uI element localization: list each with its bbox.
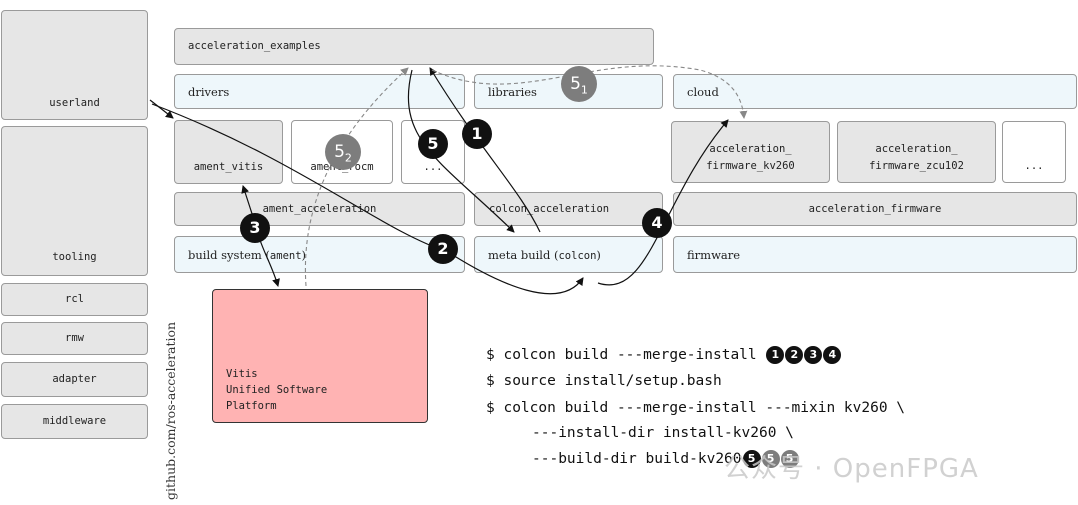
vitis-line-1: Vitis (226, 368, 258, 380)
ament-acceleration-box: ament_acceleration (174, 192, 465, 226)
layer-rcl: rcl (1, 283, 148, 316)
layer-userland: userland (1, 10, 148, 120)
command-5-badge-2: 5 (761, 450, 780, 468)
firmware-kv260-label-1: acceleration_ (709, 143, 792, 155)
step-badge-5-2-sub: 2 (344, 151, 352, 165)
layer-rmw-label: rmw (65, 332, 84, 344)
command-5-badge-3: 5 (780, 450, 799, 468)
drivers-box: drivers (174, 74, 465, 109)
meta-build-label: meta build (colcon) (488, 248, 601, 262)
acceleration-examples-box: acceleration_examples (174, 28, 654, 65)
command-4-text: ---install-dir install-kv260 \ (532, 425, 794, 441)
step-badge-3-text: 3 (249, 218, 261, 237)
step-badge-3: 3 (240, 213, 270, 243)
libraries-label: libraries (488, 85, 537, 99)
step-badge-5-text: 5 (427, 134, 439, 153)
step-badge-5: 5 (418, 129, 448, 159)
step-badge-5-1-text: 5 (570, 74, 581, 94)
watermark: 公众号 · OpenFPGA (724, 454, 979, 484)
firmware-zcu102-label-1: acceleration_ (875, 143, 958, 155)
command-3-prompt: $ (486, 400, 495, 416)
layer-userland-label: userland (49, 97, 100, 109)
build-system-code: ament (269, 250, 302, 262)
command-2-prompt: $ (486, 373, 495, 389)
build-system-prefix: build system ( (188, 248, 270, 262)
build-system-suffix: ) (301, 248, 307, 262)
command-line-2: $ source install/setup.bash (486, 373, 722, 389)
firmware-box: firmware (673, 236, 1077, 273)
firmware-kv260-label-2: firmware_kv260 (706, 160, 795, 172)
step-badge-2: 2 (428, 234, 458, 264)
build-system-box: build system (ament) (174, 236, 465, 273)
ament-acceleration-label: ament_acceleration (262, 203, 377, 215)
command-1-badge-3: 3 (804, 346, 823, 364)
build-system-label: build system (ament) (188, 248, 306, 262)
ellipsis-label-1: ... (423, 161, 443, 173)
layer-middleware-label: middleware (42, 415, 107, 427)
meta-build-code: colcon (558, 250, 597, 262)
command-line-4: ---install-dir install-kv260 \ (532, 425, 794, 441)
cloud-label: cloud (687, 85, 719, 99)
layer-tooling-label: tooling (52, 251, 97, 263)
step-badge-4: 4 (642, 208, 672, 238)
command-1-badge-1: 1 (766, 346, 785, 364)
command-1-badge-2: 2 (785, 346, 804, 364)
firmware-kv260-box: acceleration_ firmware_kv260 (671, 121, 830, 183)
command-line-3: $ colcon build ---merge-install ---mixin… (486, 400, 905, 416)
cloud-box: cloud (673, 74, 1077, 109)
step-badge-5-2-text: 5 (334, 142, 345, 162)
command-5-badge-1: 5 (742, 450, 761, 468)
layer-rmw: rmw (1, 322, 148, 355)
ament-vitis-label: ament_vitis (193, 161, 264, 173)
step-badge-5-1: 51 (561, 66, 597, 102)
vitis-platform-box: Vitis Unified Software Platform (212, 289, 428, 423)
command-5-text: ---build-dir build-kv260 (532, 451, 742, 467)
acceleration-firmware-box: acceleration_firmware (673, 192, 1077, 226)
step-badge-5-1-sub: 1 (580, 83, 588, 97)
vitis-line-2: Unified Software (226, 384, 328, 396)
command-1-badge-4: 4 (823, 346, 842, 364)
firmware-zcu102-box: acceleration_ firmware_zcu102 (837, 121, 996, 183)
command-3-text: colcon build ---merge-install ---mixin k… (503, 400, 906, 416)
ellipsis-box-2: ... (1002, 121, 1066, 183)
layer-middleware: middleware (1, 404, 148, 439)
firmware-zcu102-label-2: firmware_zcu102 (869, 160, 964, 172)
layer-adapter: adapter (1, 362, 148, 397)
command-1-prompt: $ (486, 347, 495, 363)
meta-build-prefix: meta build ( (488, 248, 559, 262)
step-badge-2-text: 2 (437, 239, 449, 258)
side-url: github.com/ros-acceleration (163, 321, 178, 500)
step-badge-1-text: 1 (471, 124, 483, 143)
meta-build-box: meta build (colcon) (474, 236, 663, 273)
step-badge-4-text: 4 (651, 213, 663, 232)
layer-rcl-label: rcl (65, 293, 84, 305)
firmware-label: firmware (687, 248, 741, 262)
acceleration-examples-label: acceleration_examples (188, 40, 321, 52)
step-badge-5-2: 52 (325, 134, 361, 170)
colcon-acceleration-box: colcon_acceleration (474, 192, 663, 226)
meta-build-suffix: ) (596, 248, 601, 262)
acceleration-firmware-label: acceleration_firmware (808, 203, 942, 215)
layer-adapter-label: adapter (52, 373, 97, 385)
vitis-line-3: Platform (226, 400, 277, 412)
layer-tooling: tooling (1, 126, 148, 276)
drivers-label: drivers (188, 85, 230, 99)
colcon-acceleration-label: colcon_acceleration (489, 203, 610, 215)
ellipsis-label-2: ... (1024, 160, 1044, 172)
step-badge-1: 1 (462, 119, 492, 149)
ament-vitis-box: ament_vitis (174, 120, 283, 184)
command-1-text: colcon build ---merge-install (503, 347, 757, 363)
command-2-text: source install/setup.bash (503, 373, 722, 389)
arrow-userland-to-vitis (149, 99, 174, 119)
